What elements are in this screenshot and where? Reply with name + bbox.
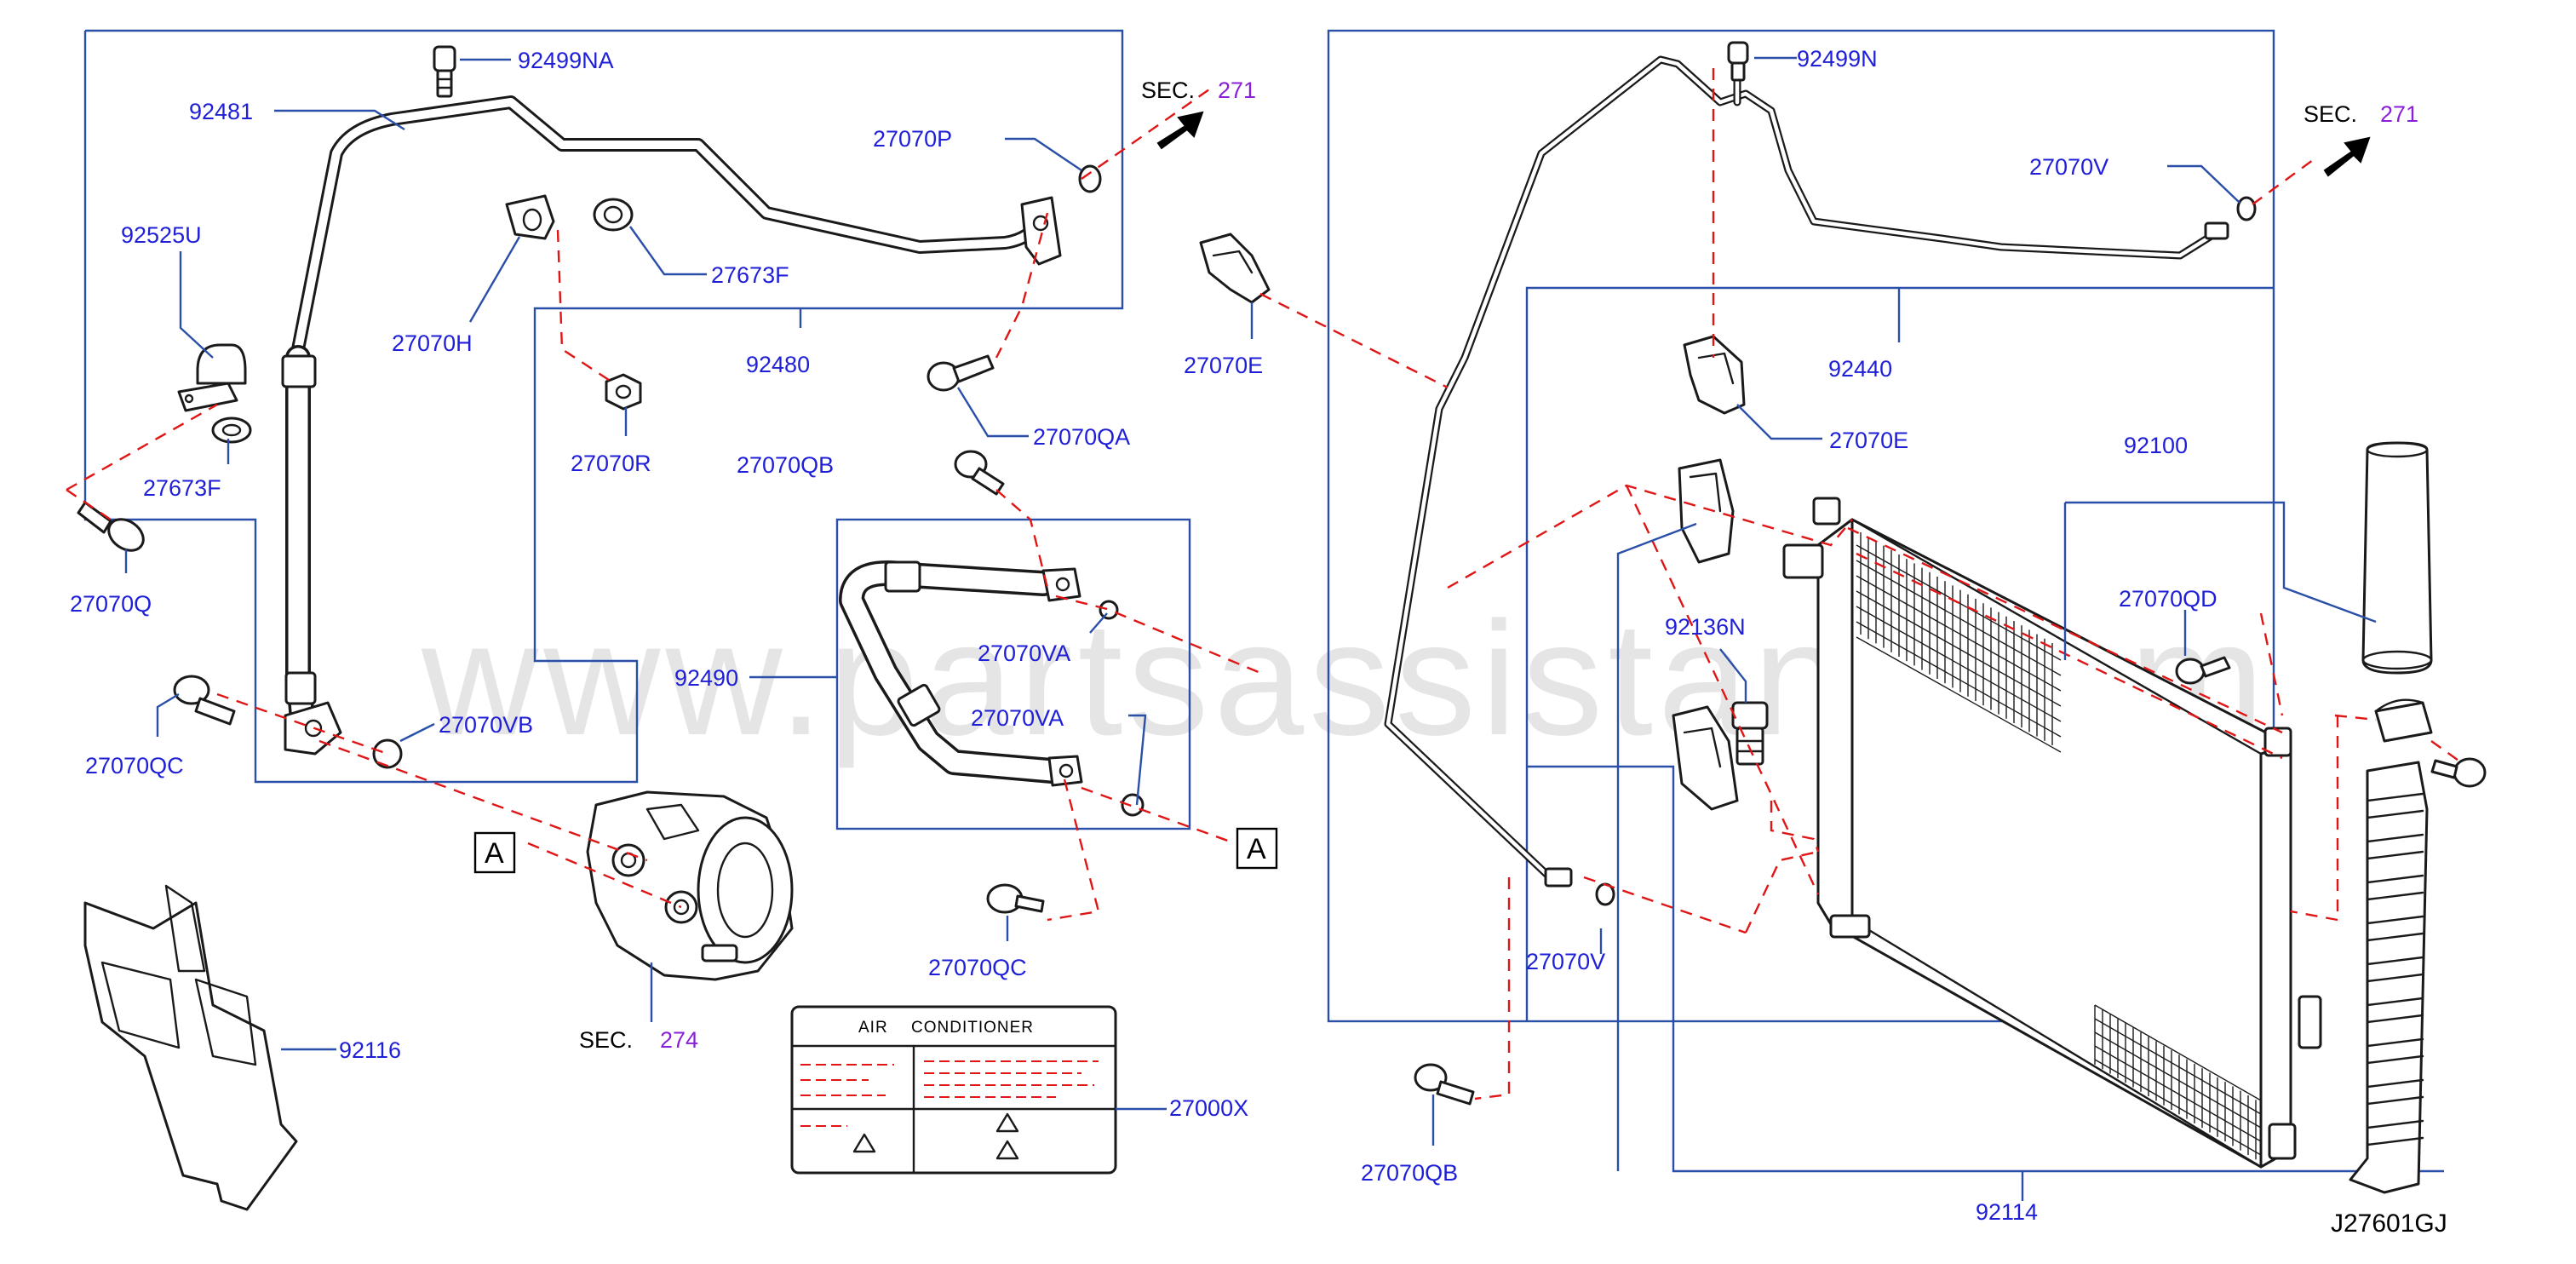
- label-27070VB: 27070VB: [439, 712, 533, 738]
- grommet-27673F-a: [211, 417, 252, 444]
- tank-bracket: [2374, 698, 2433, 743]
- box-92481-group: [83, 29, 1124, 784]
- label-92499NA: 92499NA: [518, 48, 614, 73]
- bolt-27070QA: [927, 354, 995, 392]
- oring-27070VB: [372, 738, 403, 769]
- box-92440-group: [1327, 29, 2275, 1023]
- label-27673F-b: 27673F: [711, 262, 789, 288]
- box-92490-group: [835, 518, 1191, 830]
- oring-27070VA-b: [1121, 793, 1145, 817]
- label-27070QA: 27070QA: [1033, 424, 1130, 450]
- sec-271-left: 271: [1218, 78, 1256, 103]
- label-27673F-a: 27673F: [143, 475, 221, 501]
- assembly-boxes: [83, 29, 2444, 1173]
- sec-prefix-left: SEC.: [1141, 78, 1195, 103]
- label-27070VA-a: 27070VA: [978, 641, 1070, 666]
- small-parts: [77, 41, 2487, 1106]
- nut-27070R: [605, 373, 642, 411]
- ref-box-a-left: [473, 831, 516, 874]
- cap-92499NA: [433, 45, 456, 98]
- fitting-92490-top: [1041, 567, 1081, 602]
- label-27070V-a: 27070V: [2029, 154, 2108, 180]
- label-27070E-a: 27070E: [1184, 353, 1263, 378]
- diagram-code: J27601GJ: [2331, 1209, 2447, 1238]
- ac-label-27000X: AIR CONDITIONER: [790, 1005, 1117, 1175]
- side-guide-92114: [2349, 761, 2429, 1194]
- label-92490: 92490: [674, 665, 738, 691]
- bracket-92116: [83, 884, 298, 1211]
- bracket-92136N-upper: [1678, 458, 1735, 564]
- fitting-92490-bottom: [1047, 755, 1083, 787]
- clip-92525U: [177, 343, 247, 412]
- box-92100-group: [1527, 765, 2444, 1173]
- clip-27070E-a: [1199, 233, 1271, 304]
- bolt-27070QD: [2175, 656, 2231, 685]
- label-92114: 92114: [1976, 1199, 2038, 1225]
- label-27070VA-b: 27070VA: [971, 705, 1064, 731]
- ac-label-redlines: [800, 1060, 1099, 1127]
- leader-lines: [124, 56, 2377, 1201]
- pipes: [281, 55, 2229, 888]
- bolt-27070QC-a: [173, 675, 236, 726]
- part-labels: 92499NA 92481 27070P 92525U 27673F 27070…: [70, 46, 2217, 1225]
- oring-27070V-a: [2236, 196, 2257, 221]
- label-27070H: 27070H: [392, 330, 473, 356]
- warning-triangle-icon: [995, 1140, 1019, 1160]
- label-92481: 92481: [189, 99, 253, 124]
- label-92100: 92100: [2124, 433, 2188, 458]
- label-27070QC-b: 27070QC: [928, 955, 1027, 980]
- bolt-27070QB-b: [1414, 1063, 1475, 1106]
- assembly-dash-lines: [66, 68, 2462, 1100]
- arrow-sec-271-left-icon: [1156, 111, 1204, 150]
- clip-27070E-b: [1683, 335, 1746, 415]
- sec-274: 274: [660, 1027, 698, 1053]
- arrow-sec-271-right-icon: [2323, 136, 2371, 177]
- label-27070R: 27070R: [571, 451, 651, 476]
- label-27000X: 27000X: [1169, 1095, 1248, 1121]
- cap-92499N: [1727, 41, 1749, 82]
- ref-mark-a-left: A: [485, 837, 504, 870]
- block-fitting-92481: [1020, 196, 1062, 266]
- bolt-27070QC-b: [986, 883, 1045, 914]
- label-27070P: 27070P: [873, 126, 952, 152]
- sec-prefix-compressor: SEC.: [579, 1027, 633, 1053]
- label-92480: 92480: [746, 352, 810, 377]
- condenser-92100: [1782, 497, 2322, 1169]
- label-92525U: 92525U: [121, 222, 202, 248]
- fitting-27070H: [505, 194, 555, 240]
- ref-box-a-right: [1236, 827, 1278, 870]
- label-27070QB-b: 27070QB: [1361, 1160, 1458, 1186]
- warning-triangle-icon: [995, 1112, 1019, 1133]
- pressure-sensor-92136N: [1731, 701, 1769, 766]
- condenser-fins-top: [1856, 532, 2062, 753]
- ref-mark-a-right: A: [1247, 833, 1266, 865]
- warning-triangle-icon: [852, 1133, 876, 1153]
- label-27070QD: 27070QD: [2119, 586, 2217, 612]
- bolt-27070QB-a: [954, 450, 1005, 496]
- label-27070Q: 27070Q: [70, 591, 152, 617]
- label-27070E-b: 27070E: [1829, 428, 1908, 453]
- label-27070QB-a: 27070QB: [737, 452, 834, 478]
- oring-27070VA-a: [1099, 600, 1119, 620]
- ac-label-title-right: CONDITIONER: [911, 1019, 1034, 1037]
- receiver-tank: [2361, 441, 2433, 675]
- bolt-27070Q: [77, 501, 145, 552]
- oring-27070P: [1078, 164, 1102, 193]
- label-92136N: 92136N: [1665, 614, 1746, 640]
- label-27070V-b: 27070V: [1526, 949, 1605, 974]
- condenser-fins-bottom: [2094, 1004, 2262, 1160]
- compressor: [586, 790, 794, 981]
- bolt-right: [2430, 757, 2487, 788]
- box-92114-group: [1525, 286, 2274, 1021]
- bracket-92136N-lower: [1672, 705, 1739, 811]
- sec-271-right: 271: [2380, 101, 2418, 127]
- seal-27673F-b: [593, 198, 634, 232]
- ac-label-title-left: AIR: [858, 1019, 888, 1037]
- label-92499N: 92499N: [1797, 46, 1878, 72]
- label-92440: 92440: [1828, 356, 1892, 382]
- label-27070QC-a: 27070QC: [85, 753, 184, 779]
- sec-prefix-right: SEC.: [2303, 101, 2357, 127]
- label-92116: 92116: [339, 1037, 401, 1063]
